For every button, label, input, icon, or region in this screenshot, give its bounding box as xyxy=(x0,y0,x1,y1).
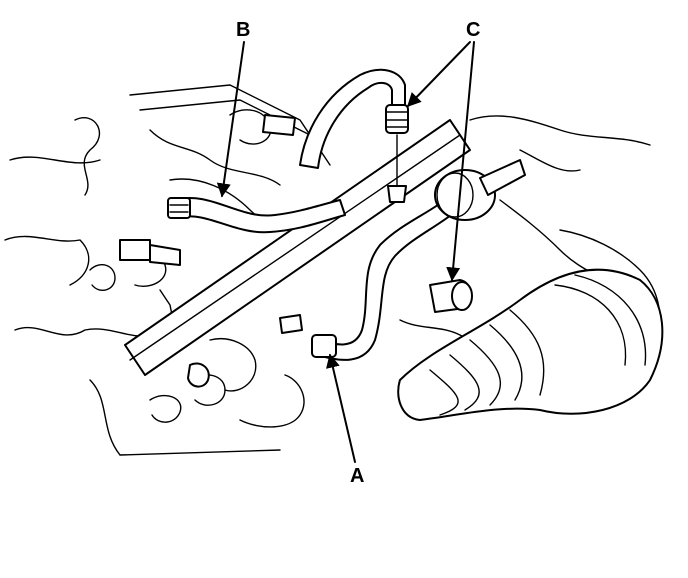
canister xyxy=(434,159,526,221)
long-diagonal-hose xyxy=(124,119,471,376)
engine-background xyxy=(4,84,661,456)
callout-label-c: C xyxy=(466,19,480,41)
callout-label-a: A xyxy=(350,465,364,487)
fittings xyxy=(119,114,303,388)
air-intake-duct xyxy=(397,268,664,421)
callout-label-b: B xyxy=(236,19,250,41)
upper-curved-hose xyxy=(299,68,409,203)
callout-leaders xyxy=(216,41,475,463)
lower-port xyxy=(429,279,473,313)
hose-b xyxy=(167,197,346,234)
